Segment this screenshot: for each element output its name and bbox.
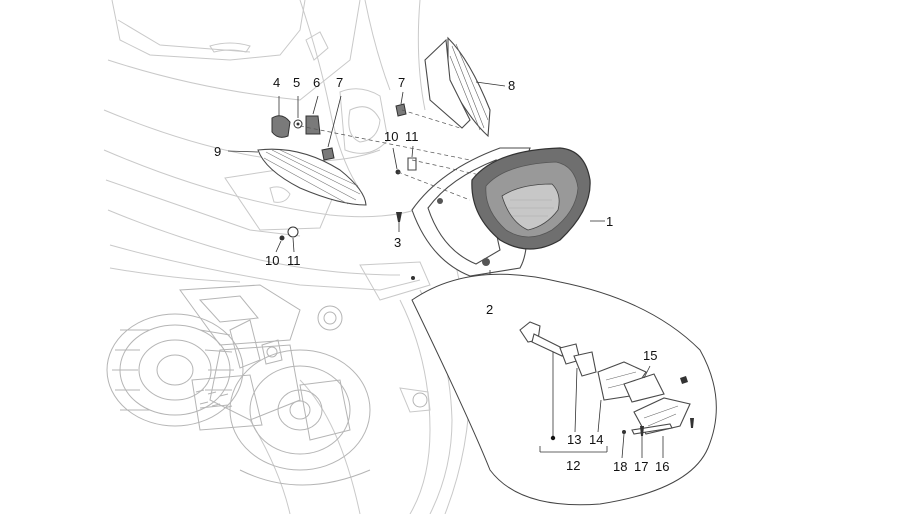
callout-18: 18 [613,459,628,474]
part-10-screw-lower [275,235,285,253]
detail-inset [411,273,717,506]
part-11-bushing-lower [287,226,299,253]
callout-2: 2 [486,302,494,317]
callout-9: 9 [214,144,222,159]
callout-11-upper: 11 [405,129,419,144]
part-3-screw [396,212,402,232]
callout-7-right: 7 [398,75,406,90]
callout-12: 12 [566,458,581,473]
assembly-lines [299,109,481,201]
part-4-bulb-socket [271,96,291,138]
callout-11-lower: 11 [287,253,301,268]
part-1-taillight [471,147,605,250]
callout-6: 6 [313,75,321,90]
part-10-screw-upper [392,147,401,175]
callout-5: 5 [293,75,301,90]
callout-14: 14 [589,432,604,447]
callout-8: 8 [508,78,516,93]
part-7-clip-right [395,91,407,117]
callout-13: 13 [567,432,582,447]
part-7-clip-left [321,95,342,161]
part-6-bulb-holder [305,95,321,135]
callout-4: 4 [273,75,281,90]
callout-1: 1 [606,214,614,229]
callout-7-left: 7 [336,75,344,90]
part-11-bushing-upper [407,145,417,171]
part-5-washer [293,96,303,129]
part-8-reflector [424,36,506,138]
engine-wheel-outline [106,284,428,486]
callout-10-lower: 10 [265,253,280,268]
callout-3: 3 [394,235,402,250]
callout-10-upper: 10 [384,129,399,144]
callout-16: 16 [655,459,670,474]
part-9-reflector [227,148,367,206]
callout-15: 15 [643,348,658,363]
callout-17: 17 [634,459,649,474]
